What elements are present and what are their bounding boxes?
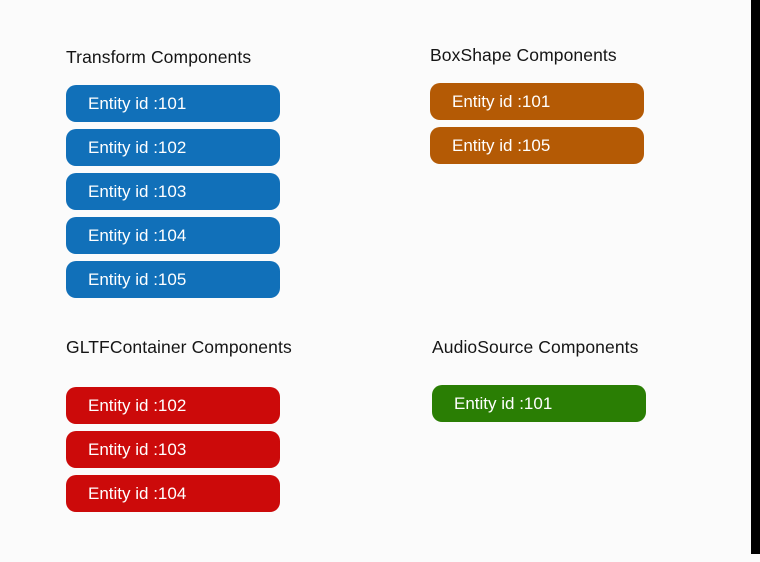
entity-pill[interactable]: Entity id :103: [66, 431, 280, 468]
entity-pill[interactable]: Entity id :101: [430, 83, 644, 120]
entity-pill[interactable]: Entity id :103: [66, 173, 280, 210]
group-title-transform: Transform Components: [66, 47, 252, 67]
entity-pill[interactable]: Entity id :105: [66, 261, 280, 298]
entity-pill[interactable]: Entity id :101: [66, 85, 280, 122]
gltfcontainer-components-group: GLTFContainer Components Entity id :102 …: [66, 336, 292, 519]
entity-pill[interactable]: Entity id :104: [66, 217, 280, 254]
entity-pill[interactable]: Entity id :102: [66, 387, 280, 424]
boxshape-pill-list: Entity id :101 Entity id :105: [430, 83, 644, 164]
transform-components-group: Transform Components Entity id :101 Enti…: [66, 46, 280, 305]
boxshape-components-group: BoxShape Components Entity id :101 Entit…: [430, 44, 644, 171]
group-title-boxshape: BoxShape Components: [430, 45, 617, 65]
gltfcontainer-pill-list: Entity id :102 Entity id :103 Entity id …: [66, 387, 292, 512]
entity-pill[interactable]: Entity id :105: [430, 127, 644, 164]
group-title-gltfcontainer: GLTFContainer Components: [66, 337, 292, 357]
right-edge-black-bar: [751, 0, 760, 554]
transform-pill-list: Entity id :101 Entity id :102 Entity id …: [66, 85, 280, 298]
group-title-audiosource: AudioSource Components: [432, 337, 639, 357]
entity-pill[interactable]: Entity id :101: [432, 385, 646, 422]
entity-pill[interactable]: Entity id :104: [66, 475, 280, 512]
entity-pill[interactable]: Entity id :102: [66, 129, 280, 166]
audiosource-components-group: AudioSource Components Entity id :101: [432, 336, 646, 429]
audiosource-pill-list: Entity id :101: [432, 385, 646, 422]
